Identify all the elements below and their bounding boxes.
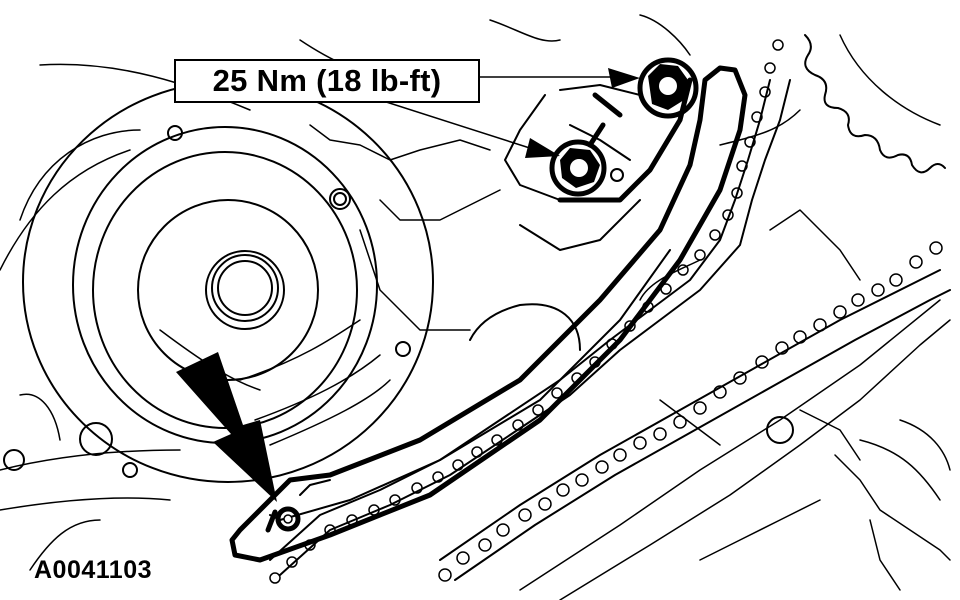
upper-bolt xyxy=(637,57,699,119)
indicator-arrow xyxy=(176,352,277,502)
torque-spec-callout: 25 Nm (18 lb-ft) xyxy=(174,59,480,103)
chain-rollers-lower xyxy=(438,241,943,582)
cam-sprocket xyxy=(719,34,946,174)
timing-chain-lower xyxy=(439,269,951,581)
callout-leaders xyxy=(379,68,640,158)
pulley xyxy=(22,81,434,483)
figure-id: A0041103 xyxy=(34,556,153,584)
tensioner-body xyxy=(469,77,693,351)
engine-block-lower-right xyxy=(519,209,951,600)
lower-bolt xyxy=(549,139,607,197)
guide-pivot-pin xyxy=(265,506,301,533)
chain-rollers-upper xyxy=(269,39,784,584)
bolt-holes xyxy=(3,125,794,478)
torque-spec-label: 25 Nm (18 lb-ft) xyxy=(212,63,442,98)
